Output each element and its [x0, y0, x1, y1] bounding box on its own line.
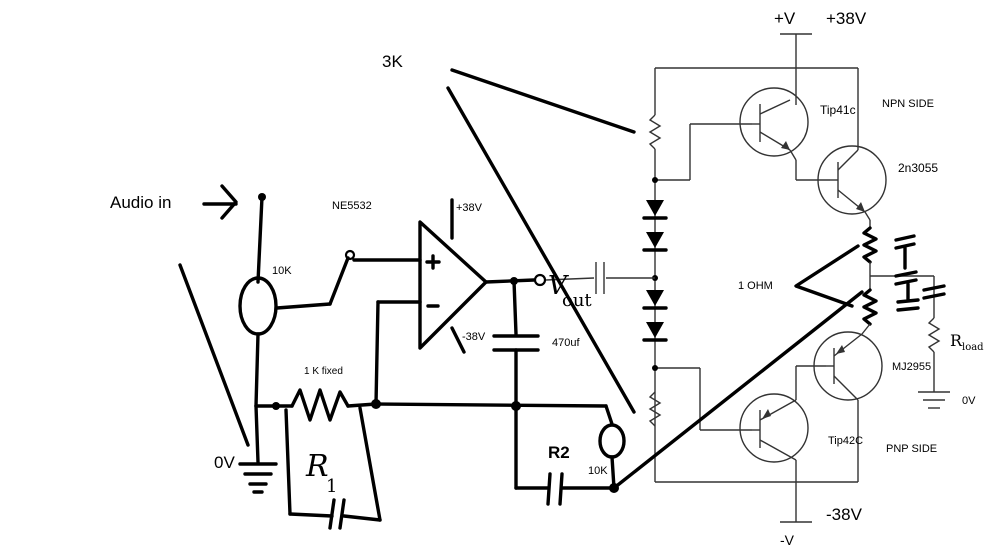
label-r2-10k: 10K — [588, 465, 608, 477]
label-3k: 3K — [382, 52, 403, 71]
label-0v-right: 0V — [962, 395, 976, 407]
label-0v-left: 0V — [214, 453, 235, 472]
2n3055-transistor — [817, 145, 887, 215]
emitter-resistor-top — [862, 226, 878, 264]
tip42c-transistor — [739, 393, 809, 463]
label-minus-38v-bottom: -38V — [826, 505, 863, 524]
ne5532-opamp — [418, 220, 488, 350]
label-470uf: 470uf — [552, 337, 580, 349]
label-tip41c: Tip41c — [820, 103, 856, 117]
emitter-resistor-bottom — [862, 288, 878, 326]
bias-diodes — [642, 177, 668, 371]
label-opamp-minus-38v: -38V — [462, 331, 486, 343]
r1-resistor — [290, 388, 350, 422]
label-vout-sub: out — [562, 290, 592, 311]
label-2n3055: 2n3055 — [898, 161, 938, 175]
bias-resistor-top — [648, 114, 662, 150]
label-ne5532: NE5532 — [332, 200, 372, 212]
label-r-load: R — [950, 331, 963, 350]
label-minus-v: -V — [780, 532, 795, 548]
label-pnp-side: PNP SIDE — [886, 443, 937, 455]
label-npn-side: NPN SIDE — [882, 98, 934, 110]
label-r-load-sub: load — [962, 342, 984, 353]
label-r2: R2 — [548, 443, 570, 462]
label-input-pot-10k: 10K — [272, 265, 292, 277]
load-resistor — [927, 317, 941, 353]
label-opamp-plus-38v: +38V — [456, 202, 483, 214]
tip41c-transistor — [739, 87, 809, 157]
bias-resistor-bottom — [648, 391, 662, 427]
label-tip42c: Tip42C — [828, 435, 863, 447]
label-1-ohm: 1 OHM — [738, 280, 773, 292]
driver-stage — [178, 68, 864, 530]
label-1k-fixed: 1 K fixed — [304, 366, 343, 377]
label-audio-in: Audio in — [110, 193, 171, 212]
r2-pot-10k — [598, 423, 626, 459]
input-pot-10k — [238, 276, 278, 336]
label-plus-38v-top: +38V — [826, 9, 867, 28]
label-vout: V — [548, 271, 569, 301]
label-r1-sub: 1 — [326, 476, 337, 497]
label-plus-v: +V — [774, 9, 796, 28]
label-r1: R — [305, 449, 329, 484]
label-mj2955: MJ2955 — [892, 361, 931, 373]
output-stage — [648, 33, 950, 523]
